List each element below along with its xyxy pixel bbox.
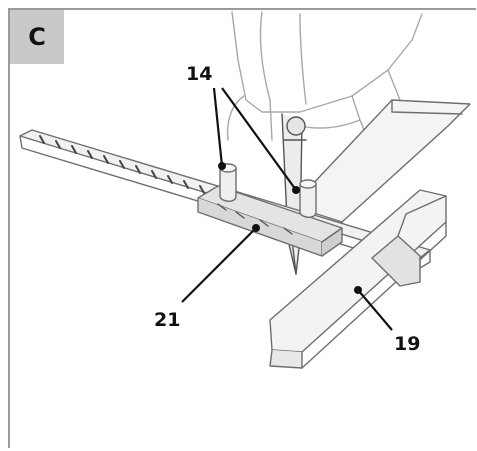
leader-dots — [218, 162, 362, 294]
callout-19: 19 — [394, 333, 420, 355]
edge-fence — [269, 189, 447, 369]
leader-lines — [181, 87, 393, 331]
frame-left-border — [8, 8, 10, 448]
frame-top-border — [8, 8, 476, 10]
locking-screws — [219, 163, 317, 218]
callout-14: 14 — [186, 63, 212, 85]
callout-21: 21 — [154, 309, 180, 331]
panel-label: C — [10, 10, 64, 64]
